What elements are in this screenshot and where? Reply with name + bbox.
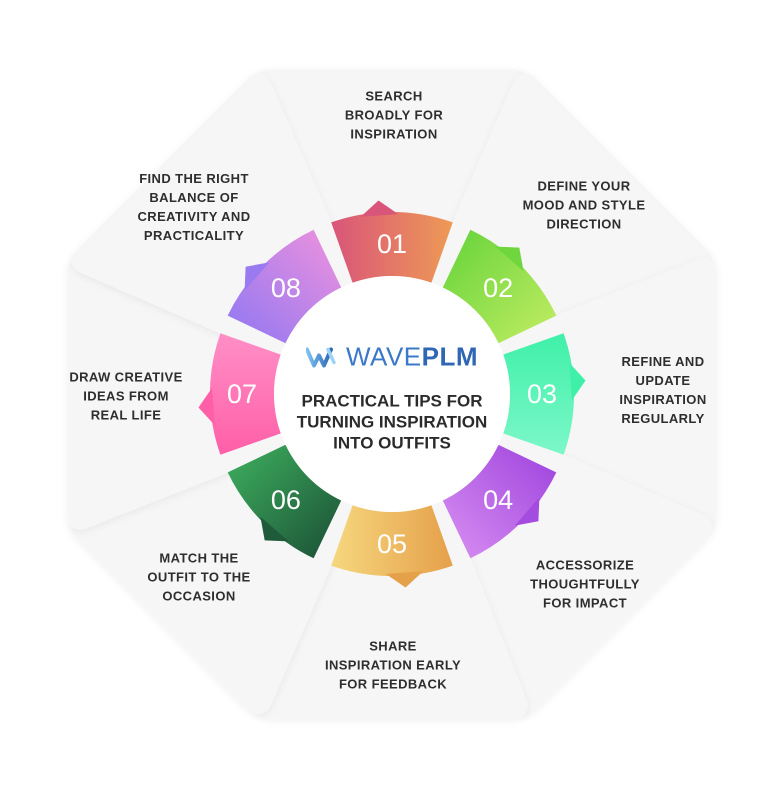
step-label-01: SEARCH BROADLY FOR INSPIRATION bbox=[344, 88, 444, 142]
step-number-05: 05 bbox=[377, 529, 407, 559]
step-label-03: REFINE AND UPDATE INSPIRATION REGULARLY bbox=[619, 354, 707, 426]
step-number-04: 04 bbox=[483, 485, 513, 515]
wave-logo-icon bbox=[305, 347, 336, 367]
ring-segment-05 bbox=[331, 505, 453, 577]
ring-segment-01 bbox=[331, 211, 453, 283]
step-number-01: 01 bbox=[377, 229, 407, 259]
ring-segment-03 bbox=[503, 333, 575, 455]
segment-pointer-05 bbox=[385, 571, 424, 588]
step-label-04: ACCESSORIZE THOUGHTFULLY FOR IMPACT bbox=[530, 557, 640, 611]
brand-name-part1: WAVE bbox=[345, 341, 422, 372]
step-label-08: FIND THE RIGHT BALANCE OF CREATIVITY AND… bbox=[137, 171, 251, 243]
step-label-02: DEFINE YOUR MOOD AND STYLE DIRECTION bbox=[522, 178, 646, 232]
step-label-05: SHARE INSPIRATION EARLY FOR FEEDBACK bbox=[324, 638, 462, 692]
ring-segment-07 bbox=[209, 333, 281, 455]
segment-pointer-01 bbox=[360, 200, 399, 217]
center-circle bbox=[274, 276, 510, 512]
brand-name: WAVEPLM bbox=[346, 342, 478, 373]
brand-name-part2: PLM bbox=[421, 341, 479, 372]
step-number-03: 03 bbox=[527, 379, 557, 409]
ring-segment-04 bbox=[442, 444, 557, 559]
segment-pointer-04 bbox=[514, 497, 540, 526]
ring-segments: 01 02 03 04 05 06 07 08 bbox=[198, 200, 586, 588]
segment-pointer-03 bbox=[569, 362, 586, 401]
step-label-07: DRAW CREATIVE IDEAS FROM REAL LIFE bbox=[69, 369, 183, 423]
segment-pointer-08 bbox=[244, 262, 270, 291]
step-number-07: 07 bbox=[227, 379, 257, 409]
segment-pointer-07 bbox=[198, 387, 215, 426]
ring-segment-08 bbox=[227, 229, 342, 344]
center-title: PRACTICAL TIPS FOR TURNING INSPIRATION I… bbox=[296, 391, 488, 453]
step-label-06: MATCH THE OUTFIT TO THE OCCASION bbox=[147, 550, 251, 604]
segment-pointer-06 bbox=[260, 516, 289, 542]
step-number-08: 08 bbox=[271, 273, 301, 303]
ring-segment-02 bbox=[442, 229, 557, 344]
segment-pointer-02 bbox=[495, 246, 524, 272]
brand-logo: WAVEPLM bbox=[305, 342, 478, 373]
ring-segment-06 bbox=[227, 444, 342, 559]
step-number-02: 02 bbox=[483, 273, 513, 303]
step-number-06: 06 bbox=[271, 485, 301, 515]
